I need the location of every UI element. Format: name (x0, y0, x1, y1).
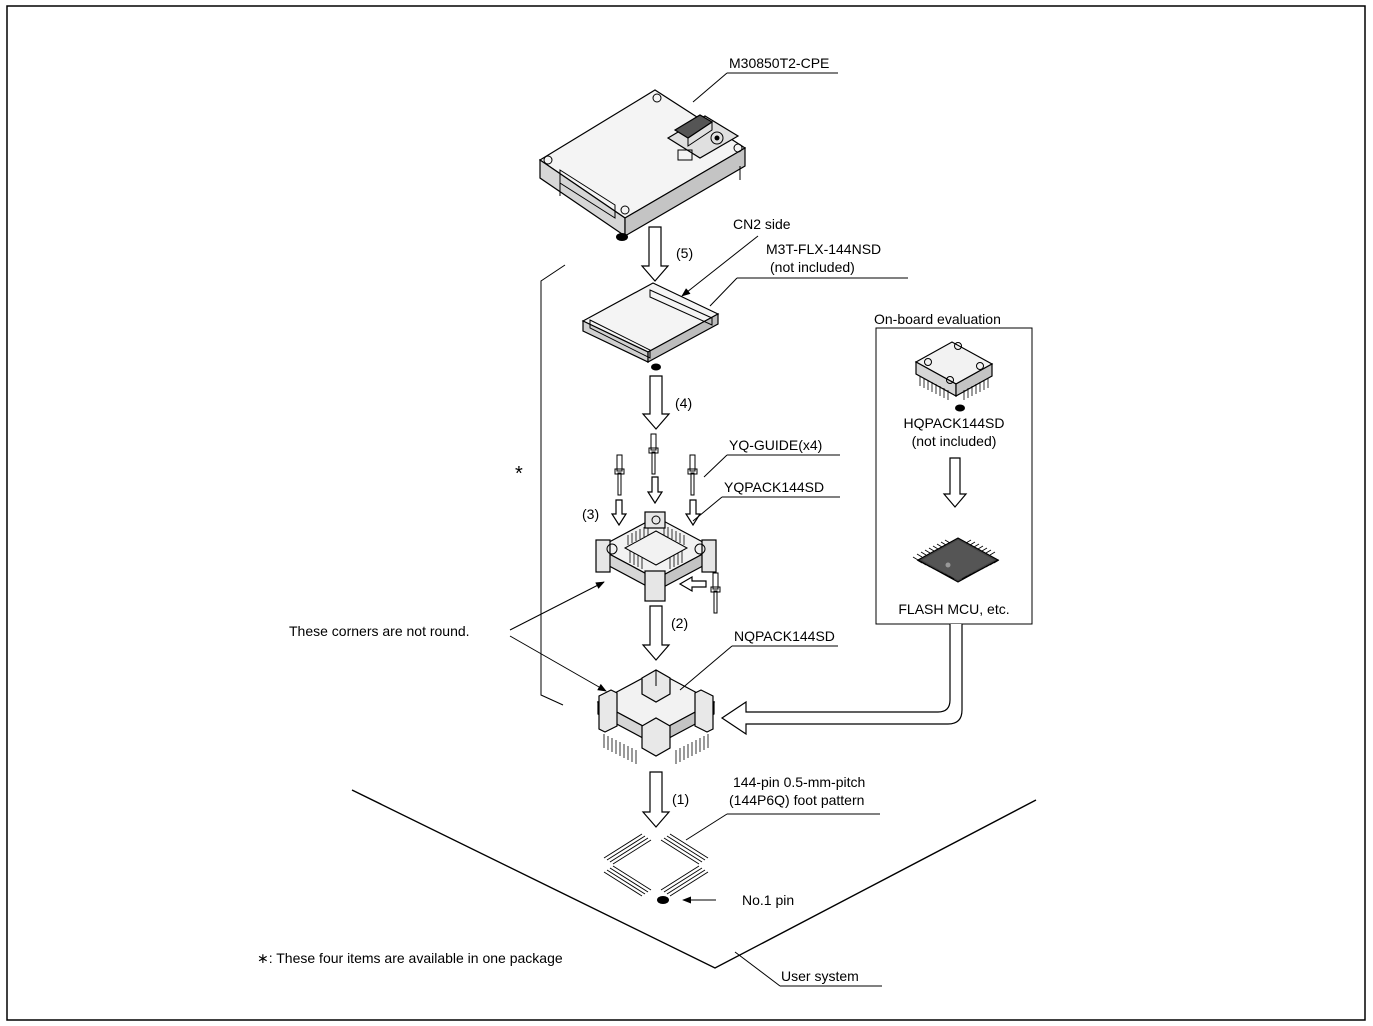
guide-arrow-side (678, 575, 707, 593)
label-flash-mcu: FLASH MCU, etc. (898, 601, 1009, 617)
yq-guide-pins (614, 433, 721, 614)
flash-mcu-part (912, 537, 1000, 583)
m3t-flx-144nsd-part (581, 282, 720, 371)
onboard-evaluation-box: On-board evaluation HQPACK144SD (874, 311, 1033, 625)
step-3-label: (3) (582, 506, 599, 522)
arrow-step-5 (640, 226, 670, 282)
guide-arrow-right (684, 499, 702, 527)
m30850t2-cpe-board (538, 89, 747, 241)
hqpack144sd-part (914, 341, 994, 412)
yqpack144sd-part (595, 511, 717, 602)
guide-arrow-left (610, 499, 628, 527)
guide-arrow-center (646, 476, 664, 505)
footnote: ∗: These four items are available in one… (257, 950, 563, 966)
diagram-frame (6, 5, 1366, 1021)
step-5-label: (5) (676, 245, 693, 261)
arrow-onboard-to-nqpack (720, 624, 963, 736)
asterisk-mark: * (515, 463, 523, 485)
onboard-title: On-board evaluation (874, 311, 1001, 327)
nqpack144sd-part (596, 669, 716, 764)
label-yq-guide: YQ-GUIDE(x4) (729, 437, 822, 453)
label-user-system: User system (781, 968, 859, 984)
arrow-step-2 (641, 605, 671, 661)
arrow-step-1 (641, 771, 671, 828)
arrow-hqpack-to-flash (942, 457, 968, 508)
arrow-step-4 (641, 375, 671, 430)
pin1-marker-cpe (616, 233, 628, 241)
step-2-label: (2) (671, 615, 688, 631)
label-cn2-side: CN2 side (733, 216, 791, 232)
foot-pattern (603, 833, 709, 897)
user-system-board-edge (351, 789, 1037, 969)
step-1-label: (1) (672, 791, 689, 807)
label-flex-line2: (not included) (770, 259, 855, 275)
label-corners-note: These corners are not round. (289, 623, 470, 639)
label-nqpack: NQPACK144SD (734, 628, 835, 644)
label-footpattern-line1: 144-pin 0.5-mm-pitch (733, 774, 865, 790)
label-m30850t2-cpe: M30850T2-CPE (729, 55, 829, 71)
step-4-label: (4) (675, 395, 692, 411)
label-yqpack: YQPACK144SD (724, 479, 824, 495)
label-hqpack-line2: (not included) (912, 433, 997, 449)
label-hqpack-line1: HQPACK144SD (904, 415, 1005, 431)
label-flex-line1: M3T-FLX-144NSD (766, 241, 881, 257)
package-bracket (540, 264, 566, 706)
pin1-marker (657, 896, 669, 904)
label-pin1: No.1 pin (742, 892, 794, 908)
label-footpattern-line2: (144P6Q) foot pattern (729, 792, 864, 808)
